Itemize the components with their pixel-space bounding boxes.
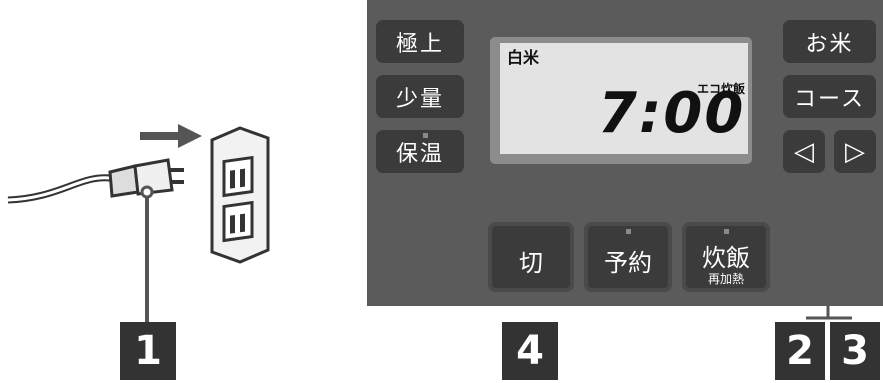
display-mode-label: 白米: [507, 48, 540, 67]
display-course-label: エコ炊飯: [697, 82, 746, 96]
lcd-screen: [500, 43, 748, 154]
cook-button-label: 炊飯: [702, 244, 750, 272]
display-time: 7:00: [598, 81, 746, 146]
off-button-label: 切: [519, 249, 543, 277]
cook-indicator: [724, 229, 729, 234]
callout-badge-4: 4: [502, 322, 558, 380]
timer-indicator: [626, 229, 631, 234]
right-arrow-button[interactable]: ▷: [834, 130, 876, 173]
keep-warm-button[interactable]: 保温: [376, 130, 464, 173]
reheat-label: 再加熱: [707, 272, 744, 286]
rice-type-button[interactable]: お米: [783, 20, 876, 63]
small-amount-button[interactable]: 少量: [376, 75, 464, 118]
cook-button[interactable]: 炊飯 再加熱: [682, 222, 770, 292]
course-button[interactable]: コース: [783, 75, 876, 118]
left-arrow-button[interactable]: ◁: [783, 130, 825, 173]
power-plug: [108, 158, 184, 198]
keep-warm-indicator: [423, 133, 428, 138]
timer-button-label: 予約: [604, 249, 652, 277]
off-button[interactable]: 切: [488, 222, 574, 292]
callout-badge-1: 1: [120, 322, 176, 380]
callout-badge-3: 3: [830, 322, 880, 380]
premium-button[interactable]: 極上: [376, 20, 464, 63]
callout-badge-2: 2: [775, 322, 825, 380]
insert-arrow-icon: [140, 124, 202, 148]
wall-outlet: [210, 126, 270, 264]
